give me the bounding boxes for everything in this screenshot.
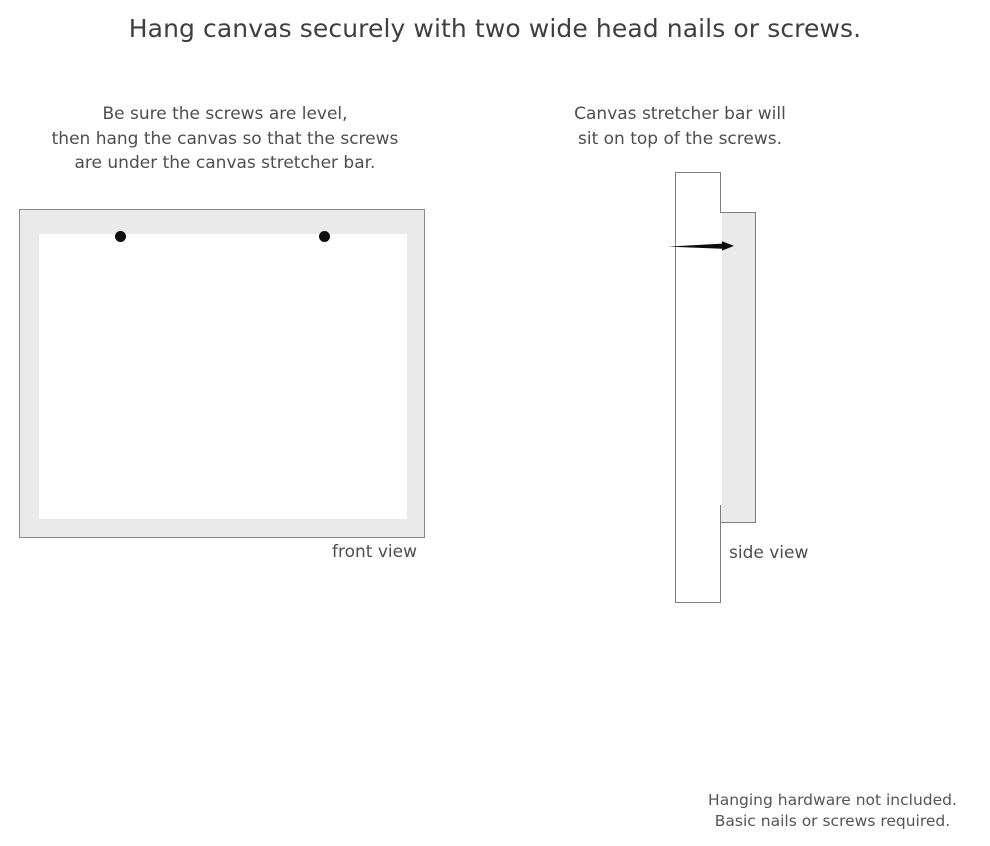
footer-line-1: Hanging hardware not included.	[708, 791, 957, 809]
screw-dot-left-icon	[115, 231, 126, 242]
front-view-canvas-surface	[39, 234, 407, 519]
side-view-wall-gap	[714, 213, 722, 505]
side-view-wall	[675, 172, 721, 603]
side-view-label: side view	[729, 543, 809, 563]
page-title: Hang canvas securely with two wide head …	[128, 14, 862, 43]
front-view-canvas-frame	[19, 209, 425, 538]
side-view-caption: Canvas stretcher bar will sit on top of …	[574, 104, 786, 149]
front-view-label: front view	[332, 542, 417, 562]
footer-line-2: Basic nails or screws required.	[714, 812, 951, 830]
front-view-caption: Be sure the screws are level, then hang …	[51, 104, 399, 173]
footer-disclaimer: Hanging hardware not included. Basic nai…	[690, 790, 975, 832]
nail-icon	[668, 241, 734, 251]
screw-dot-right-icon	[319, 231, 330, 242]
